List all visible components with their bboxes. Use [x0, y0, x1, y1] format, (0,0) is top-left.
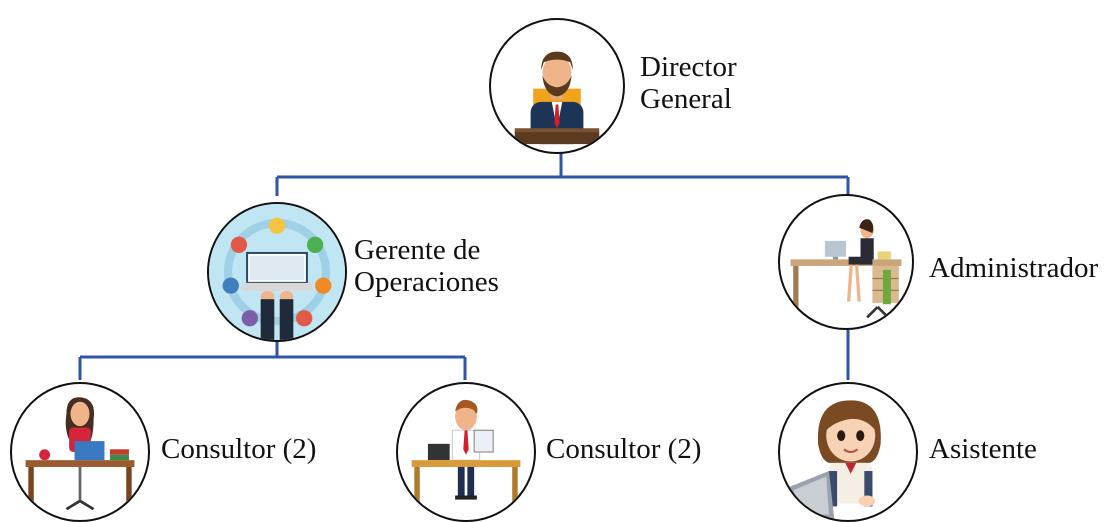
node-operations	[207, 202, 347, 342]
director-label: Director General	[640, 51, 737, 115]
consultant-man-illustration-icon	[411, 399, 521, 508]
administrator-label: Administrador	[929, 252, 1099, 284]
node-administrator	[778, 194, 914, 330]
director-label-line2: General	[640, 83, 732, 115]
node-consultant-a	[10, 382, 150, 522]
node-consultant-b	[396, 382, 536, 522]
operations-label-line1: Gerente de	[354, 234, 481, 266]
consultant-woman-illustration-icon	[25, 397, 135, 511]
node-assistant	[778, 382, 918, 522]
director-illustration-icon	[514, 51, 600, 145]
director-label-line1: Director	[640, 51, 737, 83]
administrator-illustration-icon	[790, 219, 902, 319]
operations-illustration-icon	[209, 204, 345, 340]
consultant-a-label: Consultor (2)	[161, 433, 317, 465]
operations-label-line2: Operaciones	[354, 266, 499, 298]
consultant-b-label: Consultor (2)	[546, 433, 702, 465]
operations-label: Gerente de Operaciones	[354, 234, 499, 298]
assistant-illustration-icon	[788, 400, 881, 520]
node-director	[489, 18, 625, 154]
assistant-label: Asistente	[929, 433, 1037, 465]
